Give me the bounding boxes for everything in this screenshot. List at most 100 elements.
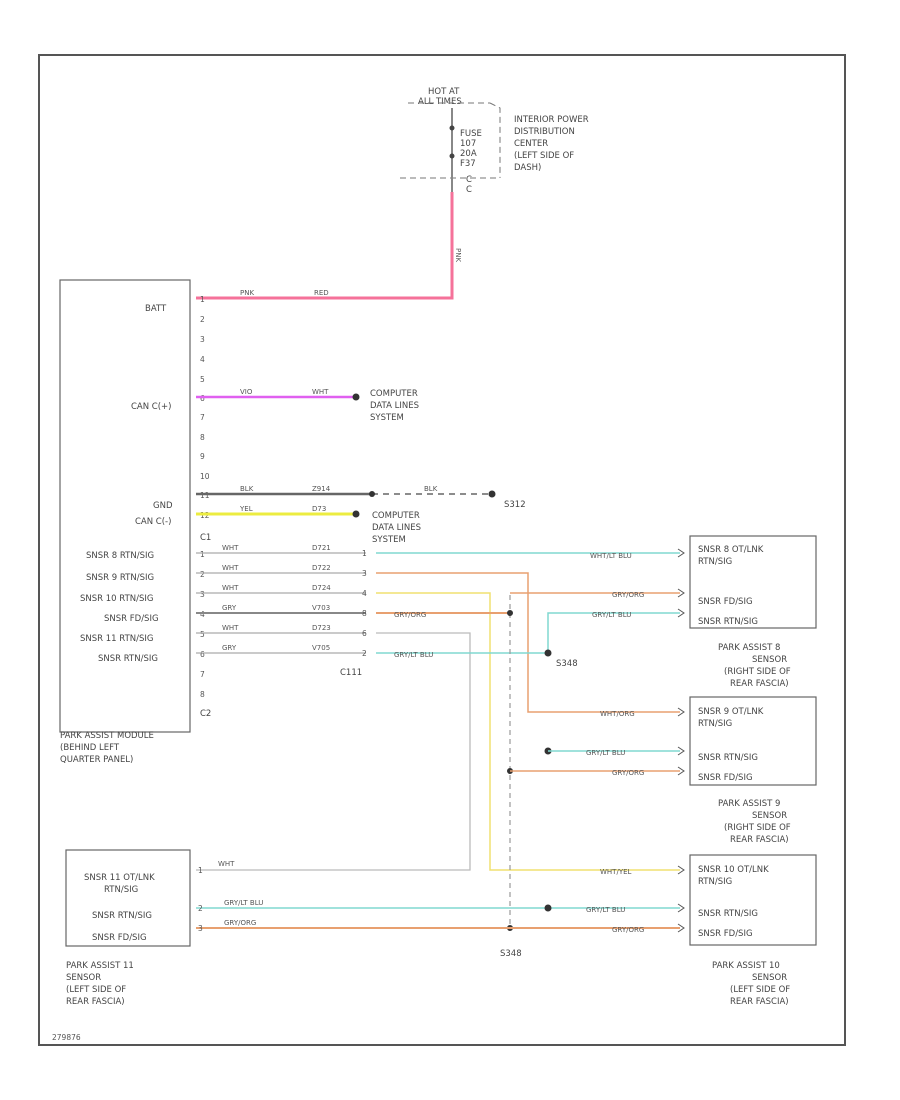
sensor-9-pin1b: RTN/SIG <box>698 719 732 729</box>
sensor-10-pin1a: SNSR 10 OT/LNK <box>698 865 769 875</box>
rw-label-8: GRY/LT BLU <box>586 906 625 914</box>
gnd-splice-node <box>488 490 496 498</box>
sensor-9-box <box>689 696 817 786</box>
pin-c1-8: 8 <box>200 433 205 442</box>
pdc-text-2: DISTRIBUTION <box>514 127 575 137</box>
rw-label-1: WHT/LT BLU <box>590 552 632 560</box>
pin-c1-10: 10 <box>200 472 210 481</box>
splice-cyan-r3 <box>544 904 552 912</box>
fuse-conn-1: C <box>466 175 472 185</box>
arrow-r3-3 <box>677 923 685 933</box>
pin-c1-2: 2 <box>200 315 205 324</box>
batt-wire-color-1: PNK <box>240 289 254 297</box>
sensor-9-name-1: PARK ASSIST 9 <box>718 799 780 809</box>
splice-label-1: S348 <box>556 659 578 669</box>
sensor-10-name-2: SENSOR <box>752 973 787 983</box>
module-pin-gnd: GND <box>153 501 173 511</box>
sensor-10-pin3: SNSR FD/SIG <box>698 929 753 939</box>
sensor-9-name-4: REAR FASCIA) <box>730 835 789 845</box>
sensor-11-name-2: SENSOR <box>66 973 101 983</box>
pdc-text-4: (LEFT SIDE OF <box>514 151 574 161</box>
figure-code: 279876 <box>52 1033 81 1042</box>
fuse-node-bottom <box>449 153 455 159</box>
sensor-9-pin1a: SNSR 9 OT/LNK <box>698 707 764 717</box>
arrow-r2-2 <box>677 746 685 756</box>
sensor-11-pin1b: RTN/SIG <box>104 885 138 895</box>
sensor-11-pin2: SNSR RTN/SIG <box>92 911 152 921</box>
module-name-1: PARK ASSIST MODULE <box>60 731 154 741</box>
fuse-bracket <box>489 102 501 178</box>
pin-c1-1: 1 <box>200 295 205 304</box>
module-name-2: (BEHIND LEFT <box>60 743 120 753</box>
c111-pin-1: 1 <box>362 549 367 558</box>
sensor-8-name-1: PARK ASSIST 8 <box>718 643 780 653</box>
park-assist-sensor-11: SNSR 11 OT/LNK RTN/SIG SNSR RTN/SIG SNSR… <box>65 849 263 1007</box>
bus-cyan-r1 <box>547 612 680 653</box>
sensor-label-1: SNSR 8 RTN/SIG <box>86 551 154 561</box>
pin-c1-9: 9 <box>200 452 205 461</box>
pdc-text-5: DASH) <box>514 163 541 173</box>
sensor-11-pinnum-3: 3 <box>198 924 203 933</box>
sensor-10-name-1: PARK ASSIST 10 <box>712 961 780 971</box>
sensor-8-pin1a: SNSR 8 OT/LNK <box>698 545 764 555</box>
batt-wire-color-2: RED <box>314 289 329 297</box>
harness-color-1: WHT <box>222 544 239 552</box>
connector-c111: C111 <box>340 668 362 678</box>
pin-c2-4: 4 <box>200 610 205 619</box>
sensor-label-5: SNSR 11 RTN/SIG <box>80 634 153 644</box>
sensor-11-wire-3: GRY/ORG <box>224 919 256 927</box>
rw-label-4: WHT/ORG <box>600 710 635 718</box>
pin-c1-7: 7 <box>200 413 205 422</box>
sensor-11-pin3: SNSR FD/SIG <box>92 933 147 943</box>
computer-1-line-1: COMPUTER <box>370 389 418 399</box>
batt-wire <box>196 192 454 300</box>
pin-c2-2: 2 <box>200 570 205 579</box>
pin-c2-5: 5 <box>200 630 205 639</box>
sensor-9-pin3: SNSR FD/SIG <box>698 773 753 783</box>
computer-1-line-3: SYSTEM <box>370 413 404 423</box>
pin-c1-6: 6 <box>200 394 205 403</box>
pin-c1-5: 5 <box>200 375 205 384</box>
arrow-r3-2 <box>677 903 685 913</box>
sensor-11-pin1a: SNSR 11 OT/LNK <box>84 873 155 883</box>
arrow-r1-2 <box>677 588 685 598</box>
pin-c2-6: 6 <box>200 650 205 659</box>
diagram-frame <box>38 54 846 1046</box>
park-assist-sensor-10: SNSR 10 OT/LNK RTN/SIG SNSR RTN/SIG SNSR… <box>689 854 817 1007</box>
sensor-11-wire-1: WHT <box>218 860 235 868</box>
can-l-terminal <box>352 510 360 518</box>
park-assist-sensor-9: SNSR 9 OT/LNK RTN/SIG SNSR RTN/SIG SNSR … <box>689 696 817 845</box>
harness-color-5: WHT <box>222 624 239 632</box>
pin-c1-4: 4 <box>200 355 205 364</box>
sensor-11-pinnum-1: 1 <box>198 866 203 875</box>
fuse-wire-color: PNK <box>454 248 462 262</box>
module-connector-c1: C1 <box>200 533 211 543</box>
arrow-r3-1 <box>677 865 685 875</box>
sensor-8-name-2: SENSOR <box>752 655 787 665</box>
module-connector-c2: C2 <box>200 709 211 719</box>
splice-s348-top <box>544 649 552 657</box>
can-h-terminal <box>352 393 360 401</box>
rw-label-6: GRY/ORG <box>612 769 644 777</box>
sensor-harness: WHT WHT WHT GRY WHT GRY D721 D722 D724 V… <box>196 544 367 678</box>
park-assist-module: BATT CAN C(+) GND CAN C(-) C1 C2 1 2 3 4… <box>59 279 211 765</box>
sensor-8-name-3: (RIGHT SIDE OF <box>724 667 791 677</box>
gnd-splice-label: S312 <box>504 500 526 510</box>
sensor-11-name-4: REAR FASCIA) <box>66 997 125 1007</box>
fuse-text-2: 107 <box>460 139 476 149</box>
harness-circuit-1: D721 <box>312 544 331 552</box>
harness-color-6: GRY <box>222 644 237 652</box>
sensor-label-4: SNSR FD/SIG <box>104 614 159 624</box>
sensor-8-pin2: SNSR FD/SIG <box>698 597 753 607</box>
harness-circuit-3: D724 <box>312 584 331 592</box>
can-l-color-1: YEL <box>239 505 253 513</box>
harness-color-3: WHT <box>222 584 239 592</box>
route-wire-5 <box>196 632 471 871</box>
pin-c1-3: 3 <box>200 335 205 344</box>
splice-label-2: S348 <box>500 949 522 959</box>
splice-node-1 <box>507 610 513 616</box>
sensor-8-box <box>689 535 817 629</box>
rw-label-5: GRY/LT BLU <box>586 749 625 757</box>
sensor-10-name-4: REAR FASCIA) <box>730 997 789 1007</box>
computer-2-line-3: SYSTEM <box>372 535 406 545</box>
